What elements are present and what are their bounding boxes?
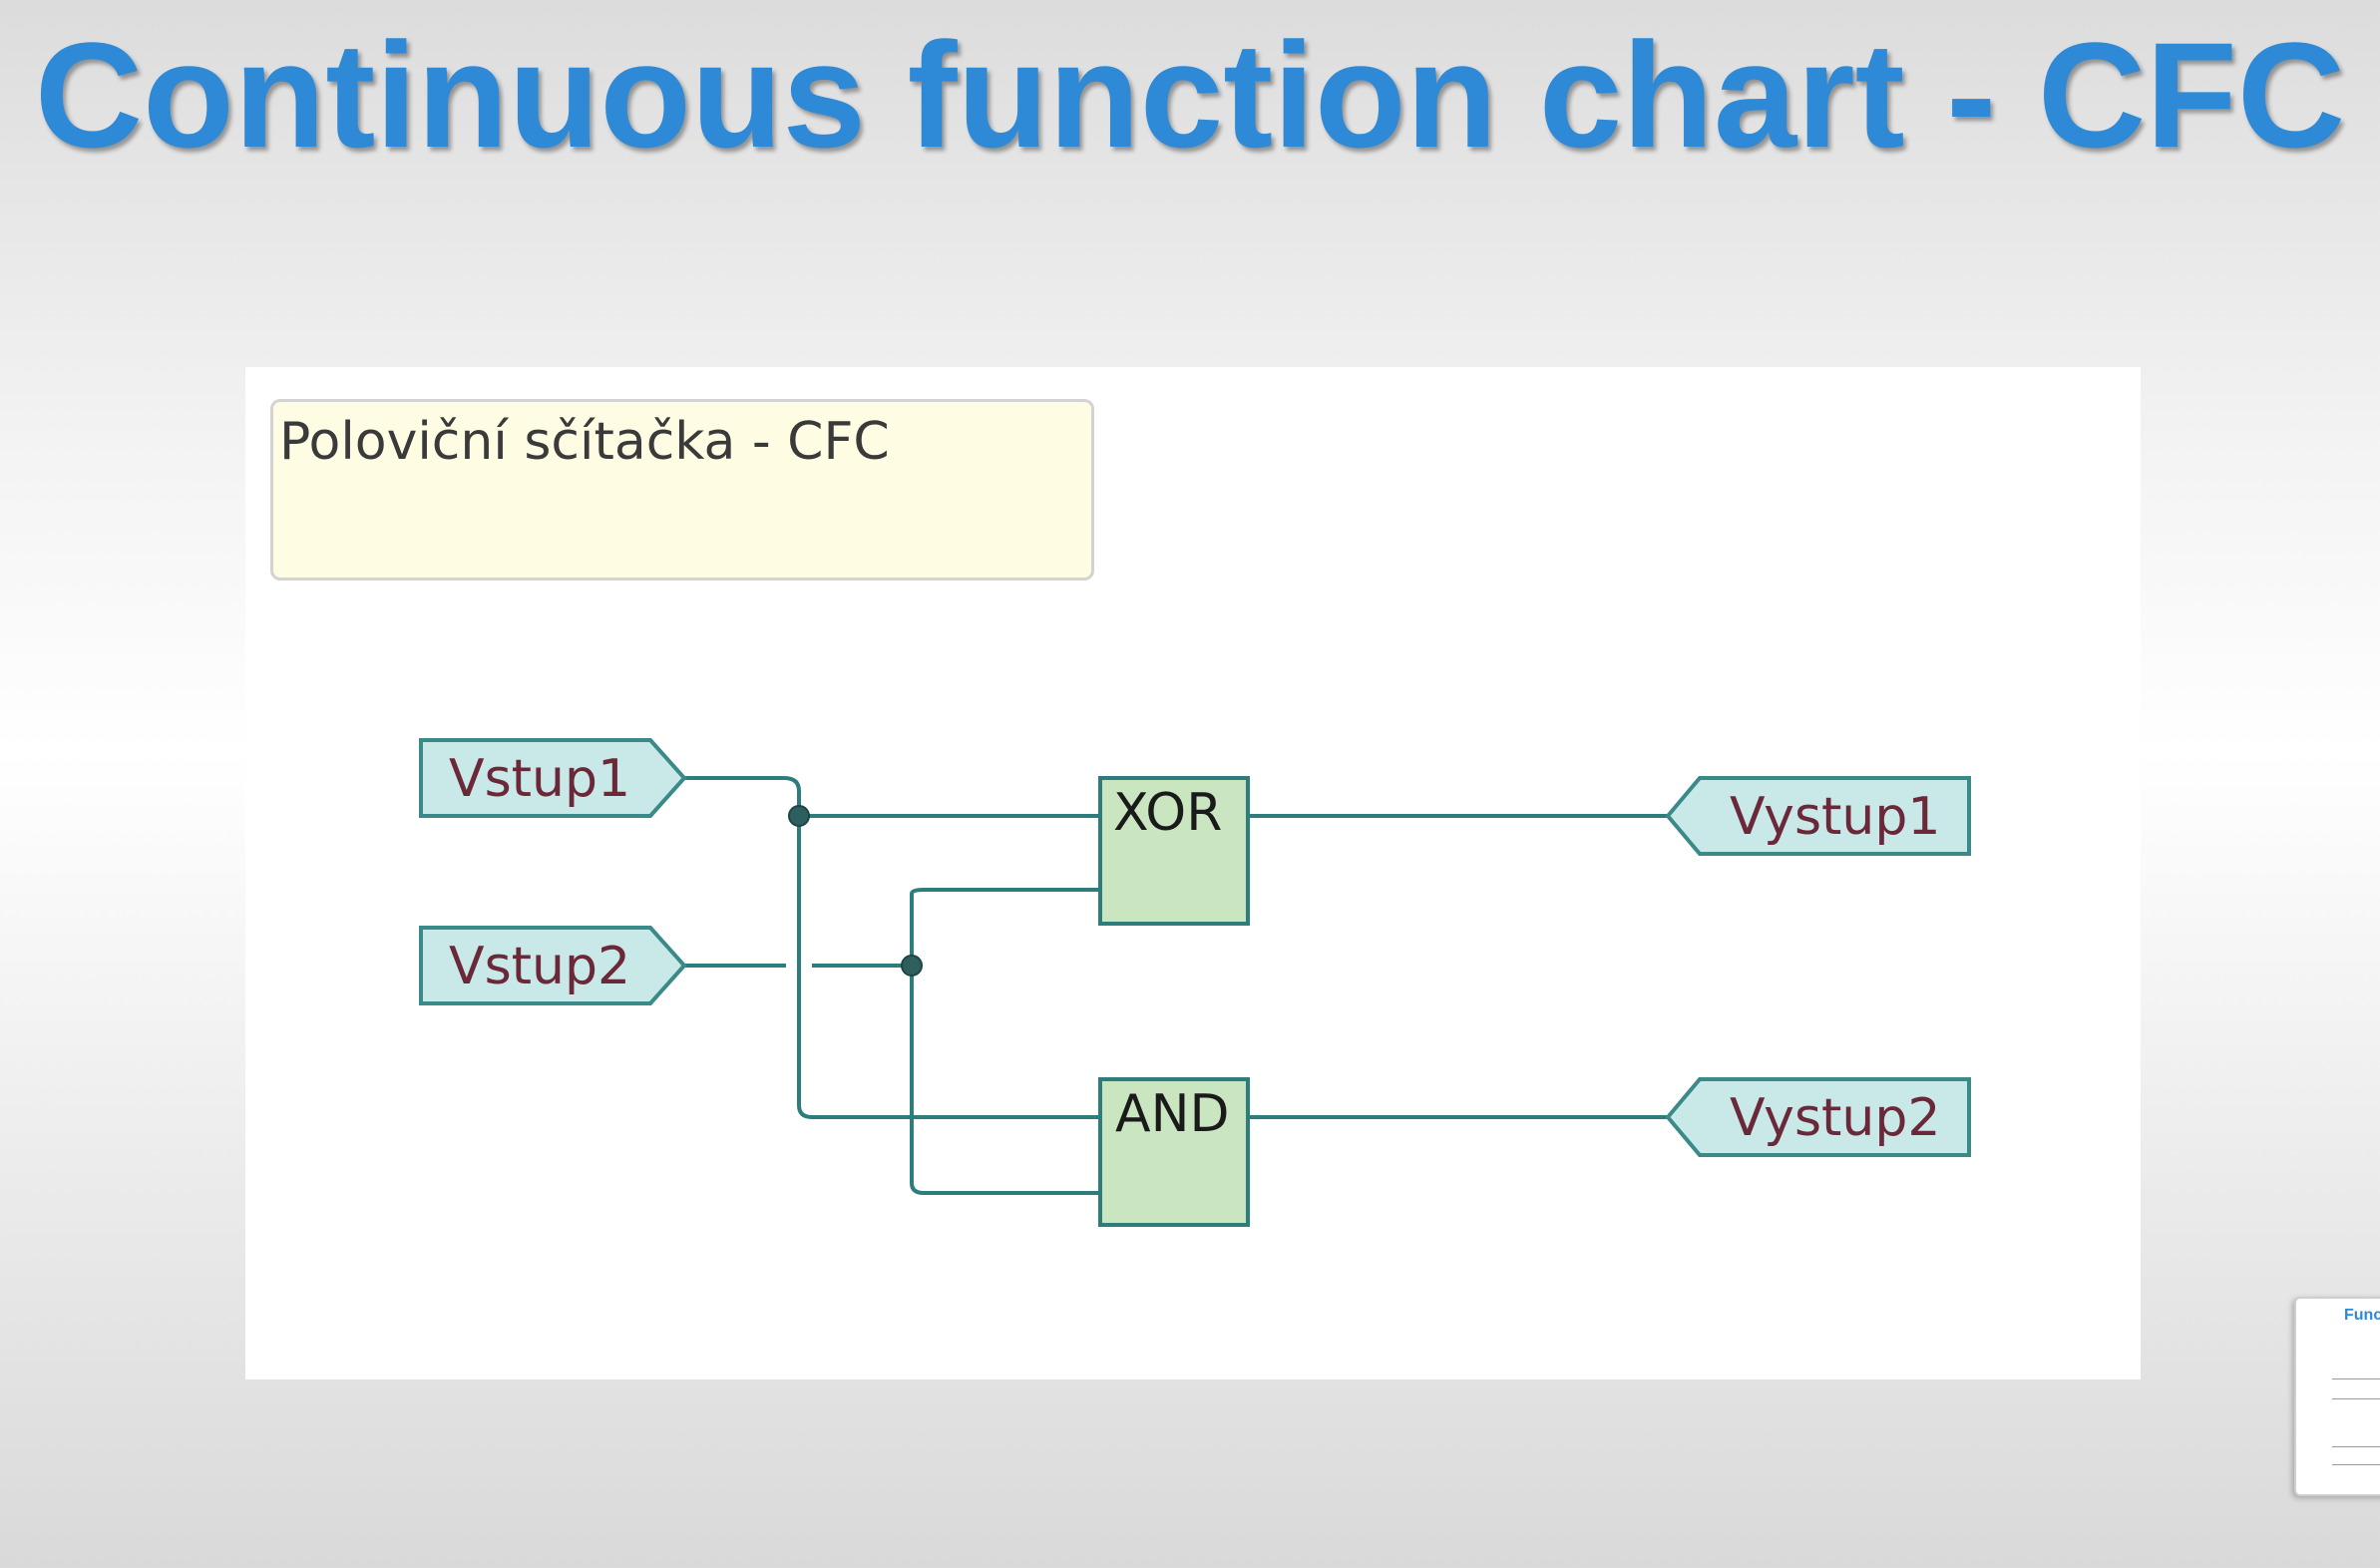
wire-vstup1 [684,776,801,816]
thumbnail-line [2332,1398,2380,1399]
thumbnail-line [2332,1464,2380,1465]
thumbnail-line [2332,1446,2380,1447]
junction-dot [901,955,923,977]
wire-vstup1-and [797,816,1100,1119]
gate-label: AND [1115,1084,1230,1144]
input-label: Vstup2 [449,937,630,996]
input-vstup1[interactable]: Vstup1 [419,738,687,818]
output-label: Vystup1 [1730,787,1940,847]
thumbnail-title: Func [2344,1307,2380,1324]
wires [684,776,1668,1195]
slide-title: Continuous function chart - CFC [34,11,2346,179]
cfc-diagram-canvas: Poloviční sčítačka - CFC [245,367,2141,1379]
wire-vstup2-and [910,966,1100,1195]
cfc-diagram-svg: Vstup1 Vstup2 XOR AND Vystup1 Vystup2 [419,738,1971,1227]
thumbnail-line [2332,1378,2380,1379]
junction-dot [788,805,810,827]
input-label: Vstup1 [449,749,630,809]
output-label: Vystup2 [1730,1088,1940,1148]
wire-vstup2-xor [910,888,1100,966]
gate-label: XOR [1113,783,1222,843]
slide-thumbnail[interactable]: Func [2294,1297,2380,1496]
xor-gate[interactable]: XOR [1098,776,1250,926]
output-vystup2[interactable]: Vystup2 [1665,1077,1971,1157]
comment-box: Poloviční sčítačka - CFC [270,399,1094,581]
and-gate[interactable]: AND [1098,1077,1250,1227]
input-vstup2[interactable]: Vstup2 [419,926,687,1005]
output-vystup1[interactable]: Vystup1 [1665,776,1971,856]
